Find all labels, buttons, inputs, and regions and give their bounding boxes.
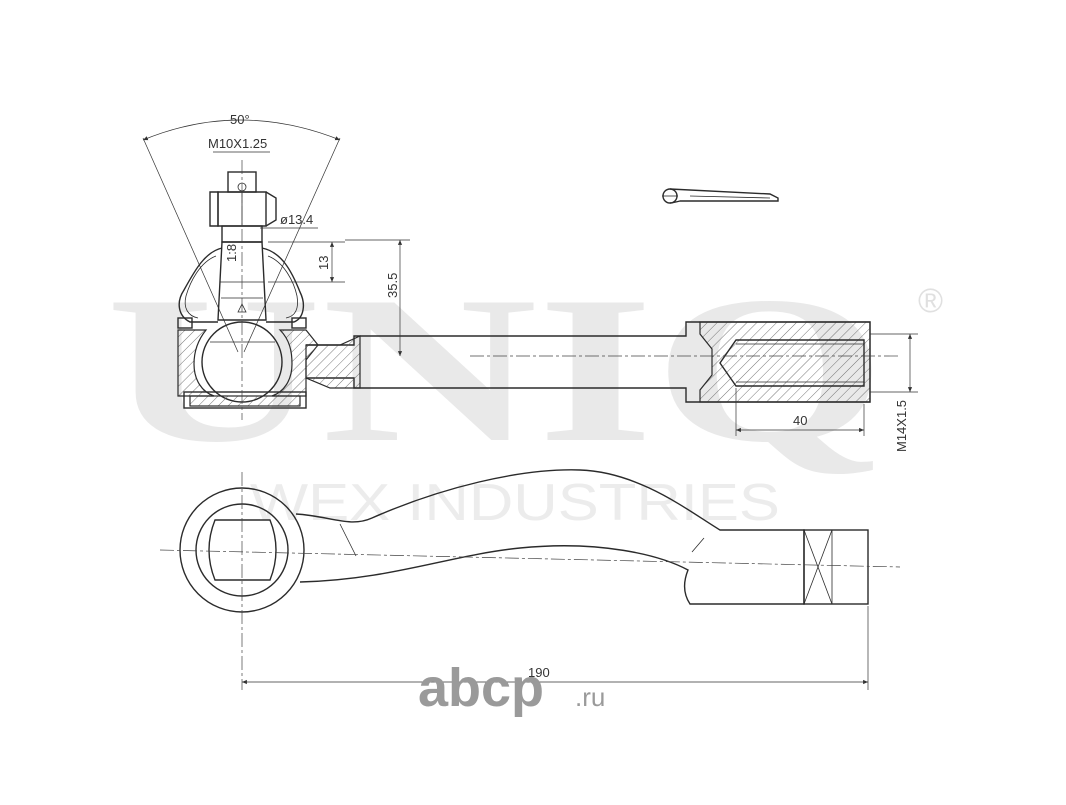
threaded-bore <box>719 339 865 387</box>
sub-watermark-text: WEX INDUSTRIES <box>250 474 780 532</box>
angle-ray-left <box>142 137 239 353</box>
boot-clip-left <box>177 317 193 329</box>
site-watermark-main: abcp <box>418 658 544 718</box>
angle-label: 50° <box>230 112 250 127</box>
site-watermark-tld: .ru <box>575 682 605 712</box>
threaded-end-hatch <box>699 321 871 403</box>
top-section-view: 50° M10X1.25 ø13.4 1:8 <box>142 112 918 452</box>
height-355-label: 35.5 <box>385 273 400 298</box>
housing-bottom-cap <box>189 395 301 407</box>
overall-length-label: 190 <box>528 665 550 680</box>
height-13-label: 13 <box>316 256 331 270</box>
eye-bore <box>208 519 277 581</box>
thread-end-label: M14X1.5 <box>894 400 909 452</box>
site-watermark: abcp .ru <box>418 658 605 718</box>
taper-label: 1:8 <box>224 244 239 262</box>
nut-left-flat <box>209 191 219 227</box>
registered-mark: ® <box>918 282 943 320</box>
diameter-label: ø13.4 <box>280 212 313 227</box>
bottom-plan-view: 190 <box>159 469 901 690</box>
angle-arc <box>142 119 341 141</box>
angle-ray-right <box>243 137 341 353</box>
boot-clip-right <box>291 317 307 329</box>
thread-length-label: 40 <box>793 413 807 428</box>
arm-neck-hatch <box>305 335 361 389</box>
housing-left-wall <box>177 329 215 397</box>
taper-stud <box>217 241 267 321</box>
nut-right-flat <box>265 191 277 227</box>
cotter-pin <box>662 188 779 204</box>
thread-top-label: M10X1.25 <box>208 136 267 151</box>
hex-end <box>803 529 869 605</box>
